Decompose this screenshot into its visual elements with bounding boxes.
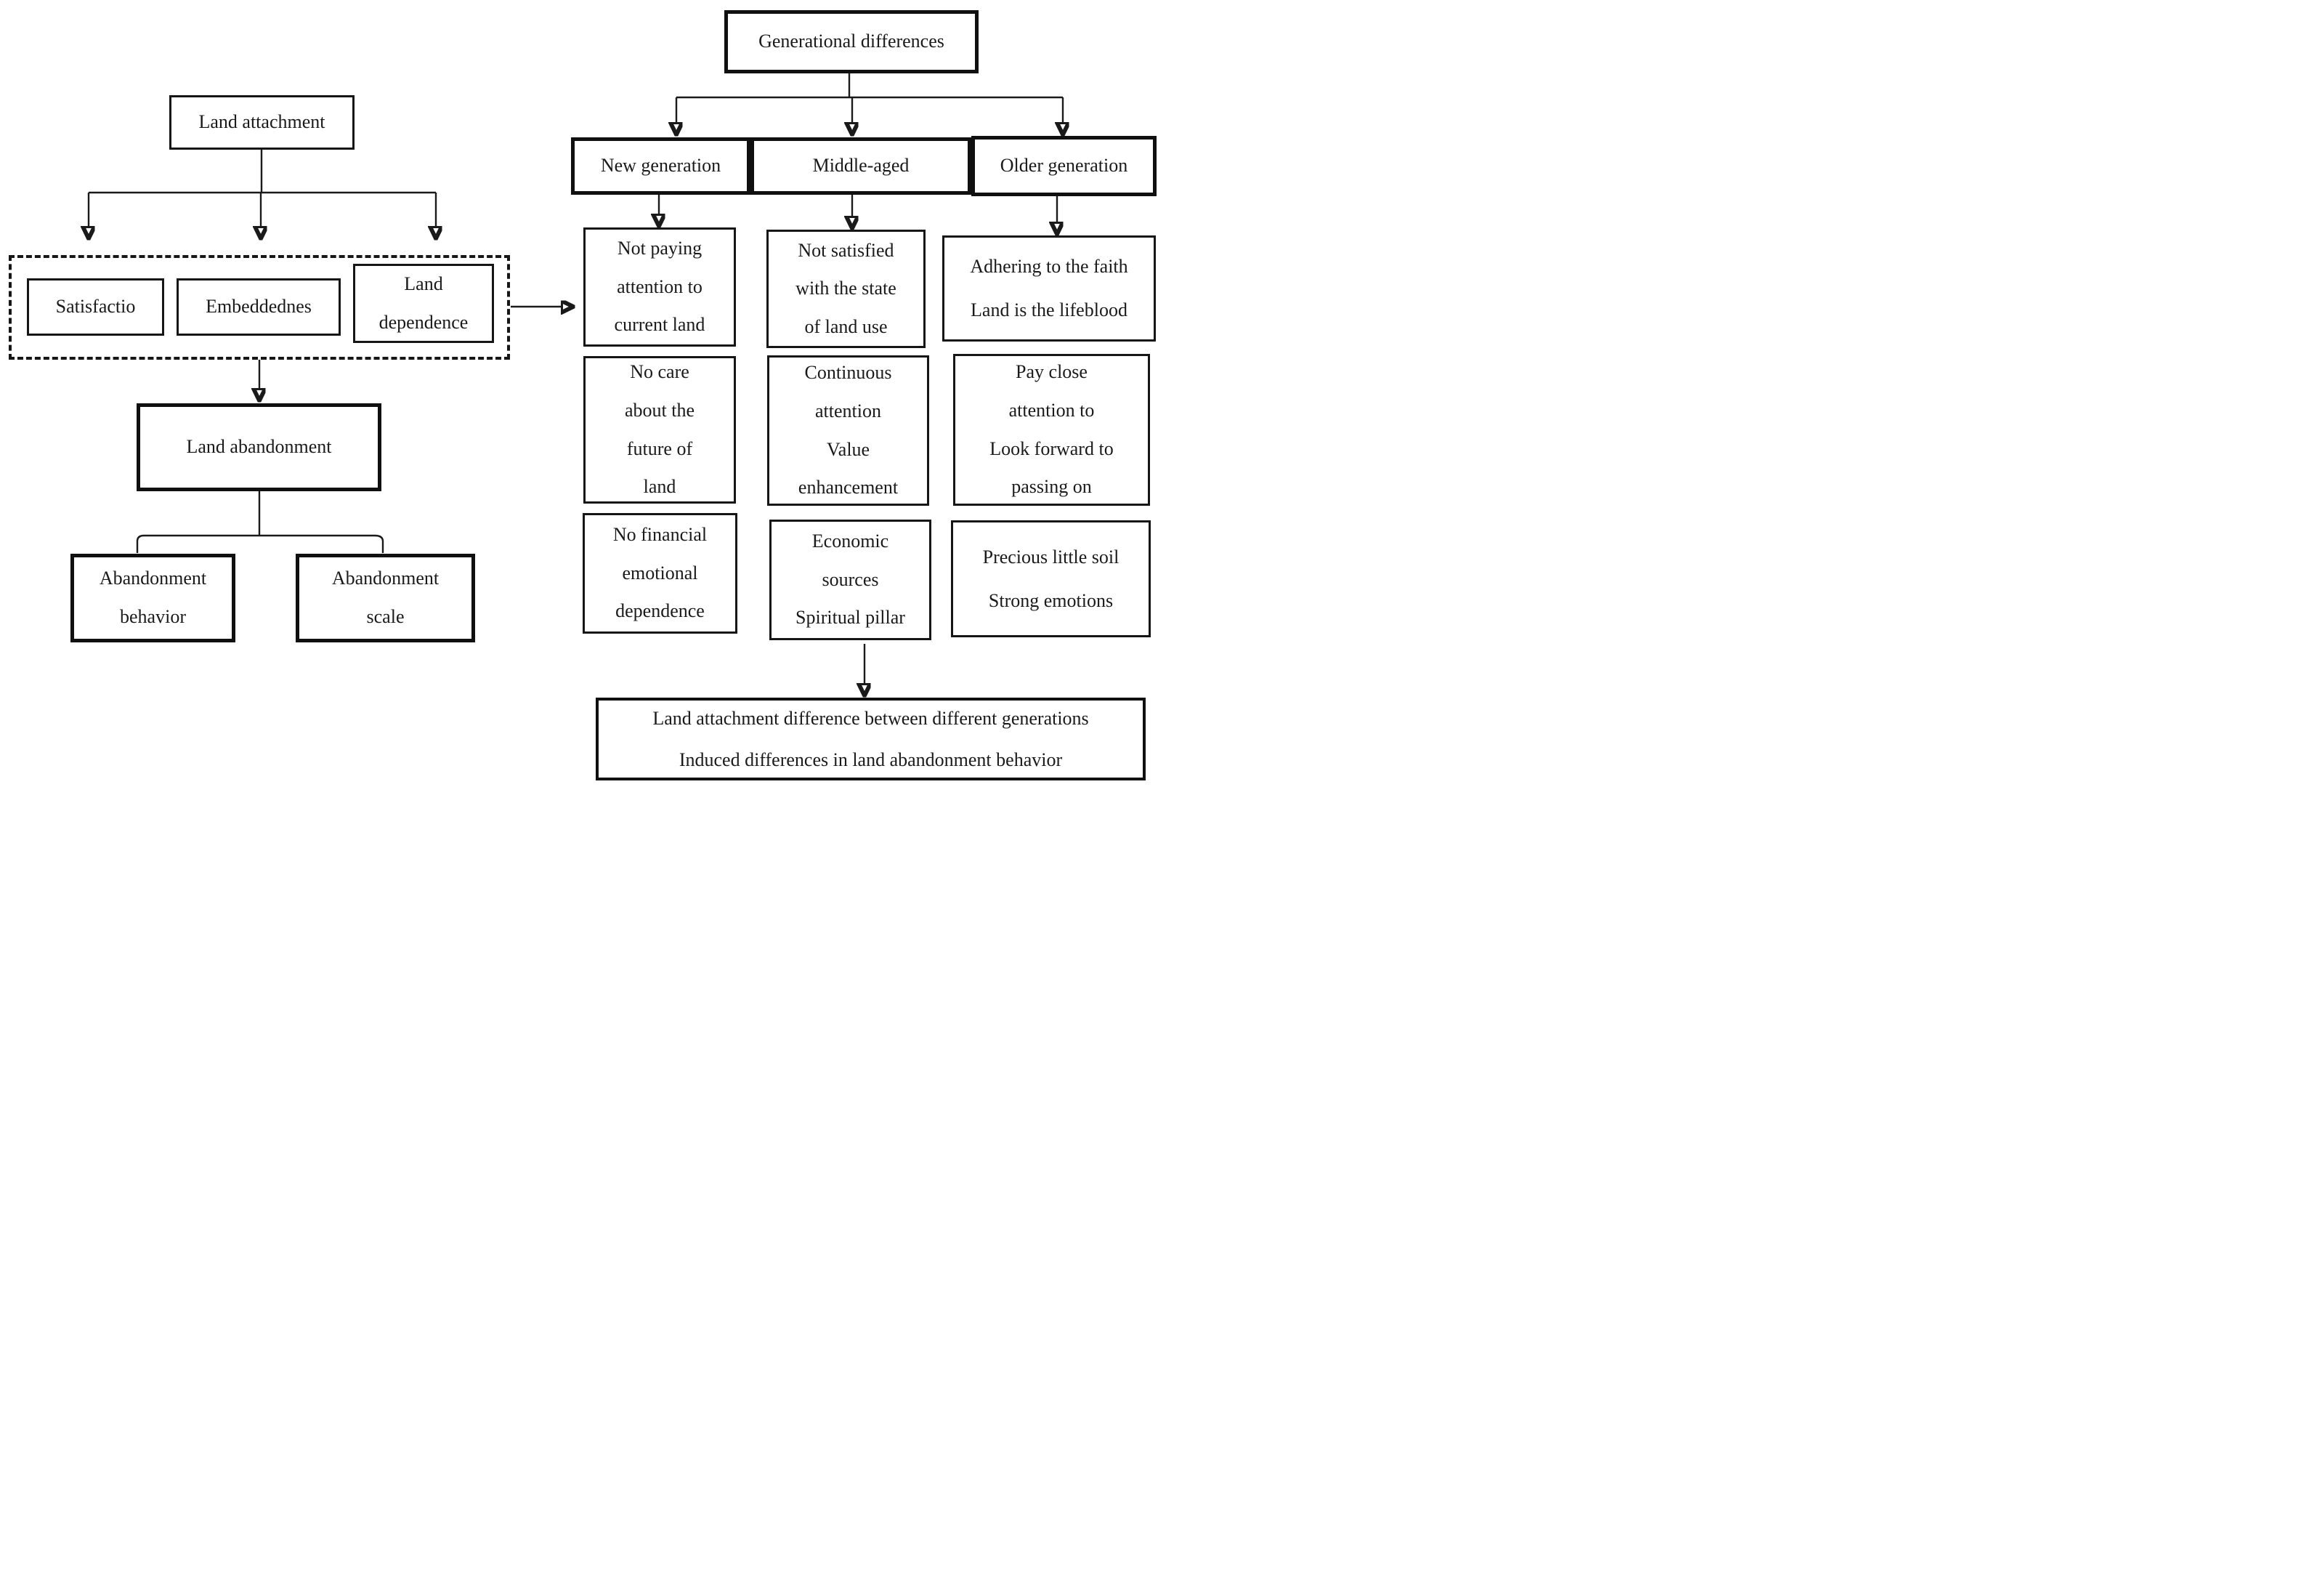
node-satisfaction: Satisfactio xyxy=(27,278,164,336)
node-older-generation: Older generation xyxy=(971,136,1157,196)
node-middle-aged: Middle-aged xyxy=(750,137,971,195)
node-generational-differences: Generational differences xyxy=(724,10,979,73)
node-middle-trait-economic-sources: Economic sources Spiritual pillar xyxy=(769,520,931,640)
node-land-dependence: Land dependence xyxy=(353,264,494,343)
line-abandonment-bracket xyxy=(136,534,384,553)
line-generational-fan xyxy=(676,73,1063,99)
node-older-trait-faith-lifeblood: Adhering to the faith Land is the lifebl… xyxy=(942,235,1156,342)
node-newgen-trait-no-dependence: No financial emotional dependence xyxy=(583,513,737,634)
flow-diagram: Land attachment Satisfactio Embeddednes … xyxy=(0,0,1162,787)
node-newgen-trait-current-land: Not paying attention to current land xyxy=(583,227,736,347)
dimension-group-outline xyxy=(9,255,510,360)
node-embeddedness: Embeddednes xyxy=(177,278,341,336)
node-land-abandonment: Land abandonment xyxy=(137,403,381,491)
node-older-trait-strong-emotions: Precious little soil Strong emotions xyxy=(951,520,1151,637)
node-abandonment-scale: Abandonment scale xyxy=(296,554,475,642)
node-abandonment-behavior: Abandonment behavior xyxy=(70,554,235,642)
node-older-trait-passing-on: Pay close attention to Look forward to p… xyxy=(953,354,1150,506)
node-new-generation: New generation xyxy=(571,137,750,195)
line-land-attachment-fan xyxy=(89,150,436,194)
node-land-attachment: Land attachment xyxy=(169,95,355,150)
node-middle-trait-not-satisfied: Not satisfied with the state of land use xyxy=(766,230,926,348)
node-conclusion: Land attachment difference between diffe… xyxy=(596,698,1146,780)
node-middle-trait-value-enhancement: Continuous attention Value enhancement xyxy=(767,355,929,506)
node-newgen-trait-future-of-land: No care about the future of land xyxy=(583,356,736,504)
